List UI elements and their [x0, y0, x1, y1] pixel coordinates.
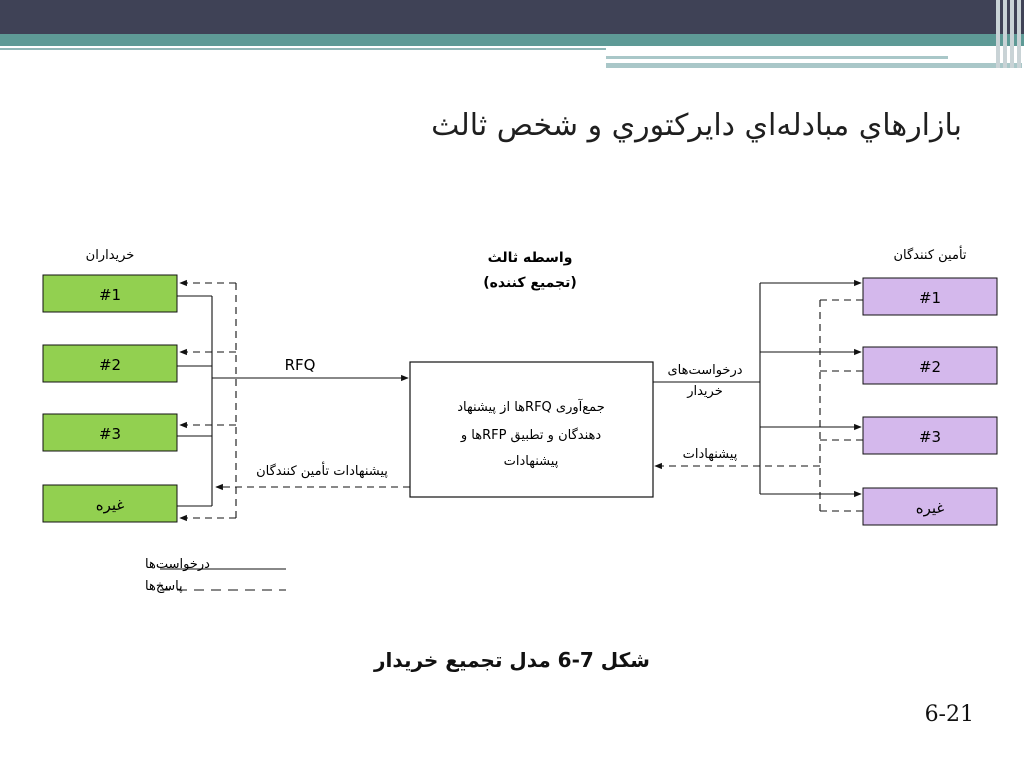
header-dark-band	[0, 0, 1024, 34]
supplier-box-label: #2	[919, 358, 941, 376]
intermediary-subtitle: (تجمیع کننده)	[483, 275, 577, 291]
buyer-box-label: #2	[99, 356, 121, 374]
supplier-box-label: غیره	[916, 499, 945, 517]
aggregator-box: جمع‌آوری RFQها از پیشنهاد دهندگان و تطبی…	[409, 361, 654, 498]
offers-label: پیشنهادات	[683, 447, 738, 462]
suppliers-header: تأمین کنندگان	[893, 245, 966, 263]
supplier-response-lines	[654, 299, 863, 512]
header-teal-band	[0, 34, 1024, 46]
buyer-box-3: #3	[42, 413, 178, 452]
header-stripe	[996, 0, 1000, 68]
aggregator-line-1: جمع‌آوری RFQها از پیشنهاد	[457, 398, 604, 415]
legend: درخواست‌ها پاسخ‌ها	[145, 557, 286, 594]
aggregator-line-3: پیشنهادات	[504, 454, 559, 469]
buyers-header: خریداران	[86, 248, 135, 263]
supplier-box-4: غیره	[862, 487, 998, 526]
supplier-box-2: #2	[862, 346, 998, 385]
buyer-box-label: #3	[99, 425, 121, 443]
header-stripe	[1017, 0, 1021, 68]
buyer-box-label: غیره	[96, 496, 125, 514]
supplier-box-label: #1	[919, 289, 941, 307]
header-accent-line	[0, 48, 606, 50]
figure-caption: شکل 7-6 مدل تجميع خريدار	[374, 648, 650, 672]
header-stripe	[1010, 0, 1014, 68]
supplier-box-label: #3	[919, 428, 941, 446]
intermediary-title: واسطه ثالث	[488, 250, 573, 266]
buyer-response-lines	[179, 279, 410, 522]
header-stripe	[1003, 0, 1007, 68]
header-accent-bar	[606, 56, 948, 59]
buyer-requests-label-2: خریدار	[686, 384, 723, 399]
buyer-box-4: غیره	[42, 484, 178, 523]
supplier-request-lines	[653, 279, 862, 498]
buyer-box-label: #1	[99, 286, 121, 304]
supplier-box-3: #3	[862, 416, 998, 455]
supplier-offers-label: پیشنهادات تأمین کنندگان	[256, 461, 388, 479]
header-accent-bar	[606, 63, 1022, 68]
page-number: 6-21	[924, 702, 974, 727]
supplier-box-1: #1	[862, 277, 998, 316]
buyer-box-2: #2	[42, 344, 178, 383]
buyer-requests-label-1: درخواست‌های	[667, 363, 742, 378]
aggregator-line-2: دهندگان و تطبیق RFPها و	[460, 427, 602, 443]
rfq-label: RFQ	[285, 356, 316, 374]
buyer-request-lines	[177, 295, 409, 507]
buyer-box-1: #1	[42, 274, 178, 313]
slide-title: بازارهاي مبادله‌اي دايركتوري و شخص ثالث	[431, 108, 962, 143]
legend-responses-label: پاسخ‌ها	[145, 579, 183, 594]
legend-requests-label: درخواست‌ها	[145, 557, 210, 572]
